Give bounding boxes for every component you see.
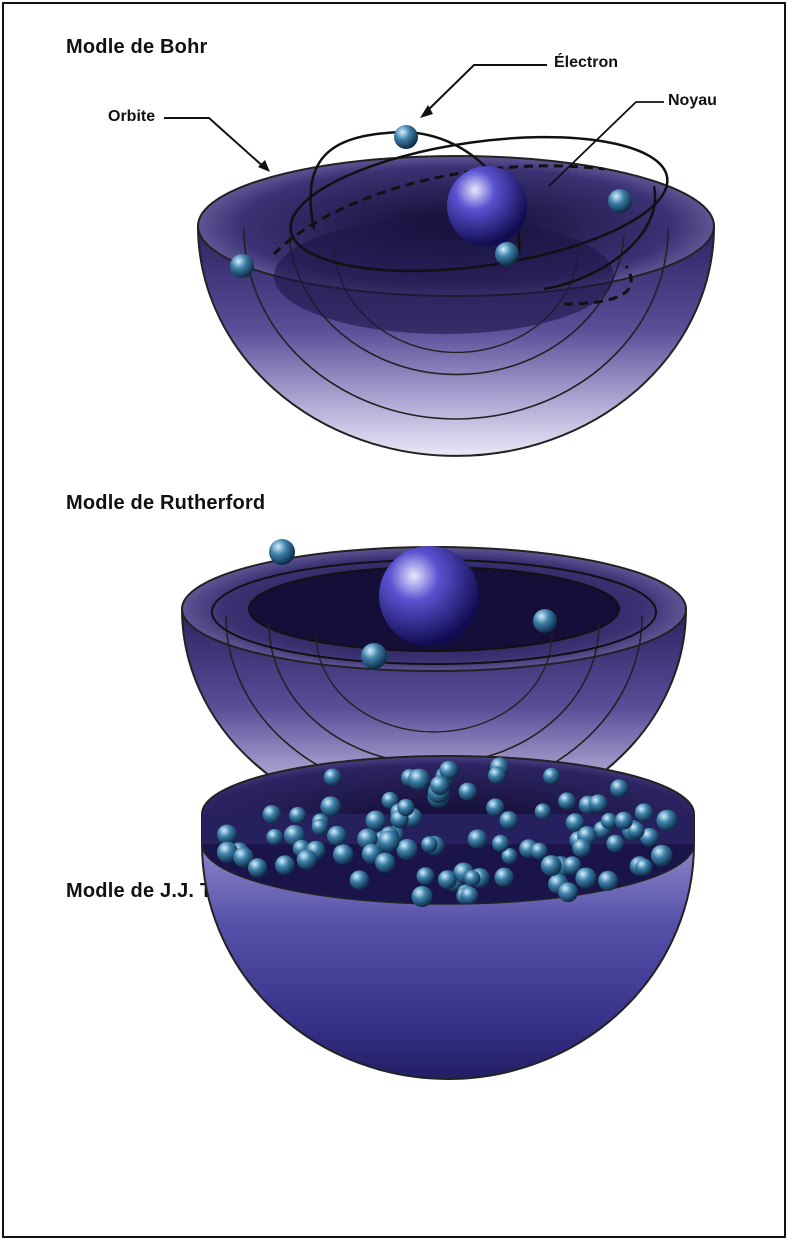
thomson-electron (421, 836, 437, 852)
thomson-electron (598, 871, 618, 891)
thomson-electron (464, 870, 480, 886)
thomson-electron (378, 830, 400, 852)
thomson-electron (459, 783, 477, 801)
thomson-electron (494, 868, 513, 887)
thomson-electron (397, 839, 418, 860)
thomson-electron (333, 844, 354, 865)
thomson-electron (572, 839, 591, 858)
thomson-electron (531, 843, 548, 860)
thomson-electron (324, 769, 341, 786)
thomson-electron (486, 798, 504, 816)
thomson-electron (615, 812, 633, 830)
thomson-electron (350, 870, 369, 889)
thomson-electron (248, 858, 267, 877)
thomson-electron (412, 886, 433, 907)
thomson-electron (535, 803, 551, 819)
thomson-electron (541, 855, 562, 876)
thomson-electron (610, 779, 628, 797)
thomson-electron (275, 855, 295, 875)
thomson-electron (558, 792, 575, 809)
thomson-electron (417, 867, 435, 885)
thomson-electron (488, 767, 506, 785)
thomson-electron (500, 811, 518, 829)
thomson-electron (589, 794, 607, 812)
thomson-electron (543, 768, 560, 785)
thomson-electron (408, 769, 430, 791)
thomson-electron (635, 859, 652, 876)
thomson-electron (601, 813, 617, 829)
thomson-electron (656, 810, 677, 831)
thomson-electron (320, 796, 341, 817)
thomson-electron (375, 853, 395, 873)
thomson-electron (558, 882, 578, 902)
thomson-electron (312, 819, 328, 835)
thomson-electron (297, 850, 317, 870)
thomson-electron (217, 825, 237, 845)
thomson-electron (635, 803, 653, 821)
thomson-electron (366, 811, 386, 831)
thomson-electron (468, 830, 487, 849)
thomson-electron (492, 835, 509, 852)
thomson-electron (289, 807, 306, 824)
thomson-electron (438, 870, 457, 889)
thomson-electron (263, 805, 281, 823)
thomson-electron (266, 829, 283, 846)
thomson-model-diagram (4, 4, 788, 1245)
thomson-electron (575, 868, 596, 889)
thomson-electron (327, 826, 347, 846)
thomson-electron (606, 835, 624, 853)
thomson-electron (430, 776, 449, 795)
thomson-electron (651, 845, 673, 867)
thomson-electron (397, 799, 414, 816)
thomson-electron (461, 887, 479, 905)
